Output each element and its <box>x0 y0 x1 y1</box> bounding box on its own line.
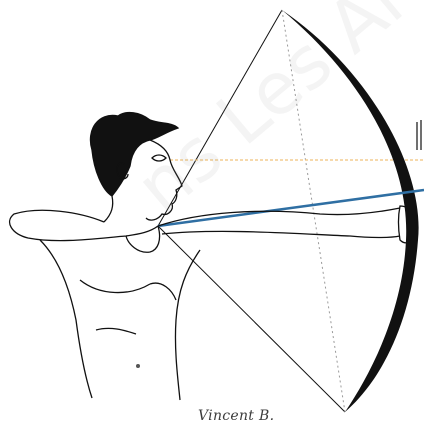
archer-body <box>10 206 417 400</box>
neck <box>104 196 113 222</box>
arrow-shaft <box>158 190 424 226</box>
right-side <box>175 250 200 400</box>
artist-signature: Vincent B. <box>198 408 274 424</box>
bow-limb <box>282 10 419 412</box>
bow-chord-dotted <box>282 10 345 412</box>
pectoral-right <box>150 283 176 300</box>
arrow-point <box>417 120 421 150</box>
face <box>146 140 182 220</box>
archer-head <box>90 113 182 222</box>
drawing-arm <box>10 210 158 240</box>
eye <box>152 155 166 161</box>
pectoral <box>80 280 150 293</box>
navel <box>136 364 140 368</box>
chest-outline <box>40 240 92 398</box>
hair <box>90 113 178 196</box>
lower-string-line <box>158 226 345 412</box>
abs <box>96 328 136 334</box>
bow-arm <box>158 208 400 238</box>
drawing-hand <box>126 226 160 252</box>
